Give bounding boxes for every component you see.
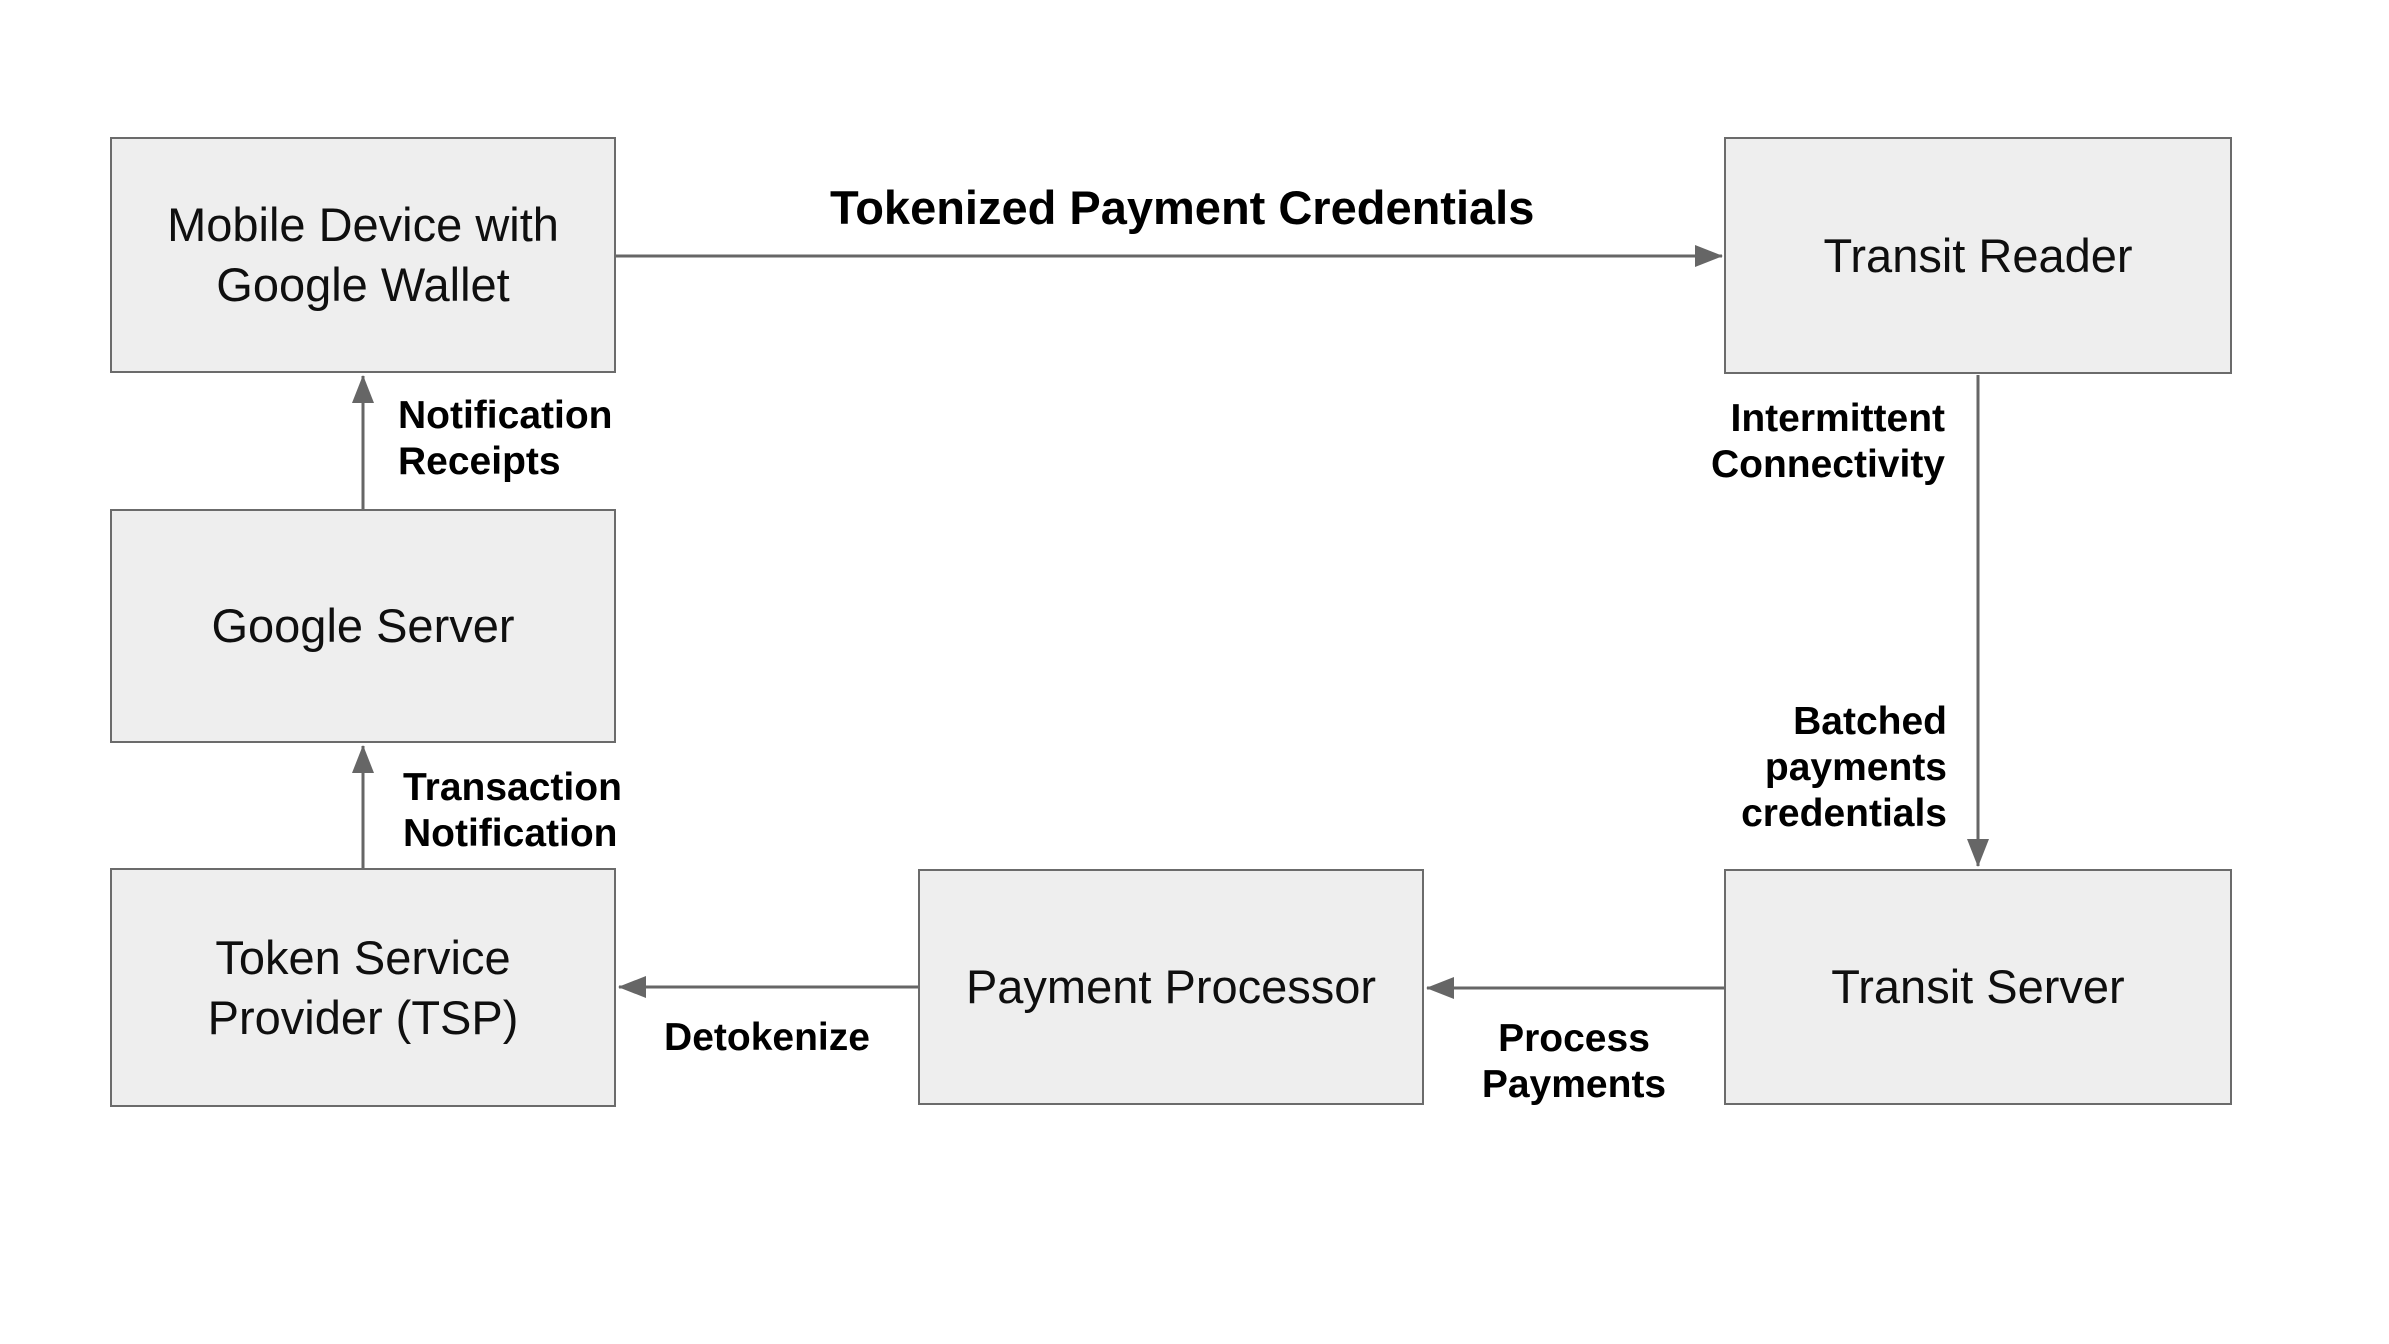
node-google-server: Google Server — [110, 509, 616, 743]
node-tsp-label-line2: Provider (TSP) — [207, 990, 519, 1044]
edge-label-intermittent-connectivity: Intermittent Connectivity — [1710, 397, 1945, 486]
node-transit-reader-label: Transit Reader — [1823, 228, 2133, 282]
node-tsp-label-line1: Token Service — [215, 930, 511, 984]
node-mobile-device: Mobile Device with Google Wallet — [110, 137, 616, 373]
node-google-server-label: Google Server — [211, 599, 515, 652]
edge-label-detokenize: Detokenize — [664, 1016, 870, 1059]
node-transit-reader: Transit Reader — [1724, 137, 2232, 374]
edge-label-transaction-notification: Transaction Notification — [403, 766, 622, 855]
node-transit-server: Transit Server — [1724, 869, 2232, 1105]
edge-label-notification-receipts: Notification Receipts — [398, 394, 613, 483]
edge-label-batched-payments-credentials: Batched payments credentials — [1741, 700, 1947, 835]
node-payment-processor: Payment Processor — [918, 869, 1424, 1105]
edge-label-tokenized-payment-credentials: Tokenized Payment Credentials — [830, 181, 1535, 234]
node-mobile-device-label-line2: Google Wallet — [216, 258, 510, 311]
node-token-service-provider: Token Service Provider (TSP) — [110, 868, 616, 1107]
edge-label-process-payments: Process Payments — [1481, 1017, 1667, 1106]
node-transit-server-label: Transit Server — [1831, 960, 2125, 1013]
node-payment-processor-label: Payment Processor — [965, 960, 1377, 1013]
node-mobile-device-label-line1: Mobile Device with — [167, 198, 559, 251]
